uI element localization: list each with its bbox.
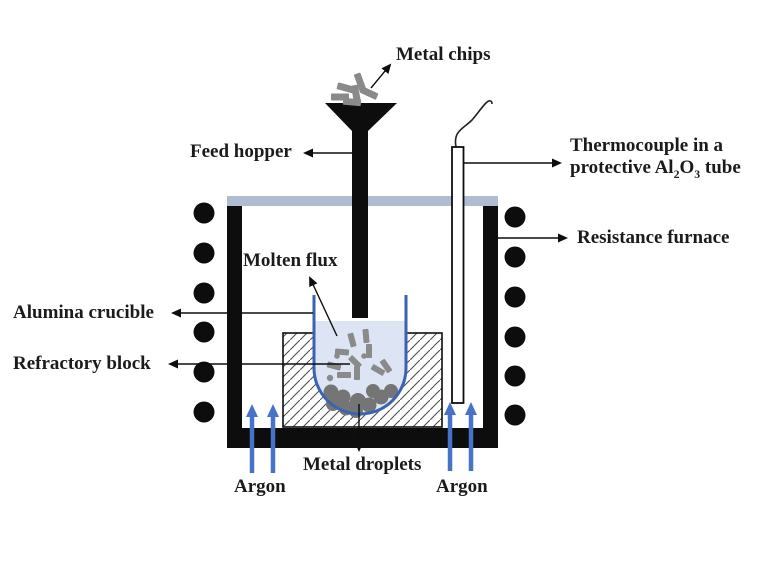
arrow-metal-chips xyxy=(370,63,392,89)
furnace-left-wall xyxy=(227,206,242,448)
metal-chips-icon xyxy=(331,72,379,107)
furnace-right-wall xyxy=(483,206,498,448)
thermocouple-label-line1: Thermocouple in a xyxy=(570,135,724,156)
heating-coil-dots-right xyxy=(504,206,526,426)
thermocouple-label-line2: protective Al2O3 tube xyxy=(570,157,741,181)
metal-chips-label: Metal chips xyxy=(396,44,491,65)
thermocouple-tube xyxy=(451,146,465,404)
metal-droplets-label: Metal droplets xyxy=(303,454,422,475)
refractory-block-label: Refractory block xyxy=(13,353,151,374)
alumina-crucible-label: Alumina crucible xyxy=(13,302,154,323)
argon-arrows xyxy=(246,402,477,473)
furnace-bottom xyxy=(227,428,498,448)
resistance-furnace-label: Resistance furnace xyxy=(577,227,730,248)
argon-left-label: Argon xyxy=(234,476,286,497)
feed-hopper-stem xyxy=(352,127,368,318)
molten-flux-label: Molten flux xyxy=(243,250,338,271)
pointer-arrows xyxy=(168,63,568,452)
thermocouple-wire xyxy=(454,100,493,148)
arrow-molten-flux xyxy=(309,276,338,337)
crucible-outline xyxy=(312,295,408,416)
thermocouple-label: Thermocouple in a protective Al2O3 tube xyxy=(570,135,741,181)
furnace-shell xyxy=(227,206,498,448)
feed-hopper-funnel xyxy=(325,103,397,131)
heating-coil-dots-left xyxy=(193,202,215,423)
feed-hopper-shape xyxy=(325,103,397,318)
argon-right-label: Argon xyxy=(436,476,488,497)
feed-hopper-label: Feed hopper xyxy=(190,141,292,162)
